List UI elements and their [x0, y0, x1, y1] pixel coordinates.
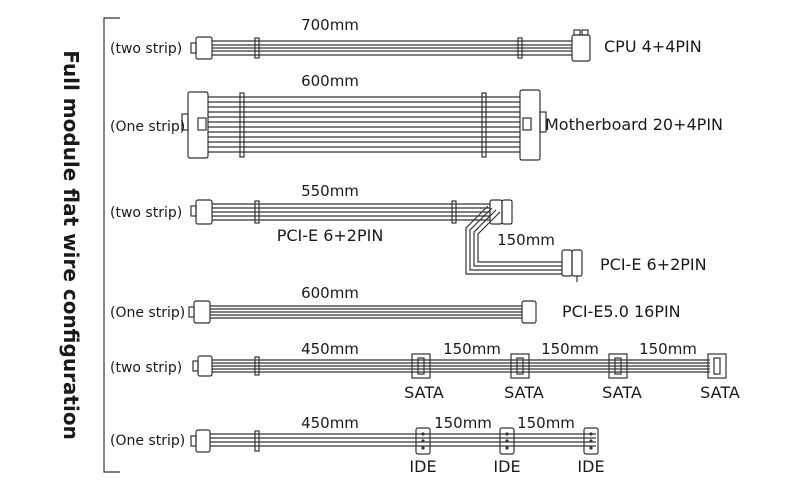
- strip-label: (two strip): [110, 41, 182, 57]
- length-label: 600mm: [301, 284, 359, 302]
- connector-name: PCI-E5.0 16PIN: [562, 302, 681, 321]
- strip-label: (two strip): [110, 360, 182, 376]
- segment-length-label: 150mm: [639, 340, 697, 358]
- branch-connector-name: PCI-E 6+2PIN: [600, 255, 707, 274]
- connector-name: PCI-E 6+2PIN: [277, 226, 384, 245]
- strip-label: (two strip): [110, 205, 182, 221]
- cable-ide: [190, 427, 599, 455]
- group-bracket: [103, 17, 120, 473]
- cable-pcie5-16pin: [188, 300, 537, 324]
- ide-pins: [421, 432, 593, 450]
- branch-length-label: 150mm: [497, 231, 555, 249]
- segment-length-label: 150mm: [541, 340, 599, 358]
- length-label: 550mm: [301, 182, 359, 200]
- cable-cpu: [190, 29, 591, 62]
- length-label: 600mm: [301, 72, 359, 90]
- strip-label: (One strip): [110, 433, 185, 449]
- sata-label: SATA: [504, 383, 544, 402]
- segment-length-label: 150mm: [517, 414, 575, 432]
- connector-name: Motherboard 20+4PIN: [545, 115, 723, 134]
- ide-label: IDE: [577, 457, 604, 476]
- cable-pcie-6-2: [190, 199, 583, 282]
- length-label: 450mm: [301, 414, 359, 432]
- connector-name: CPU 4+4PIN: [604, 37, 702, 56]
- ide-label: IDE: [493, 457, 520, 476]
- sata-label: SATA: [700, 383, 740, 402]
- segment-length-label: 150mm: [443, 340, 501, 358]
- length-label: 450mm: [301, 340, 359, 358]
- sata-label: SATA: [404, 383, 444, 402]
- strip-label: (One strip): [110, 119, 185, 135]
- length-label: 700mm: [301, 16, 359, 34]
- cable-motherboard: [181, 89, 547, 161]
- strip-label: (One strip): [110, 305, 185, 321]
- segment-length-label: 150mm: [434, 414, 492, 432]
- cable-sata: [192, 353, 727, 379]
- side-title: Full module flat wire configuration: [59, 50, 83, 440]
- ide-label: IDE: [409, 457, 436, 476]
- sata-label: SATA: [602, 383, 642, 402]
